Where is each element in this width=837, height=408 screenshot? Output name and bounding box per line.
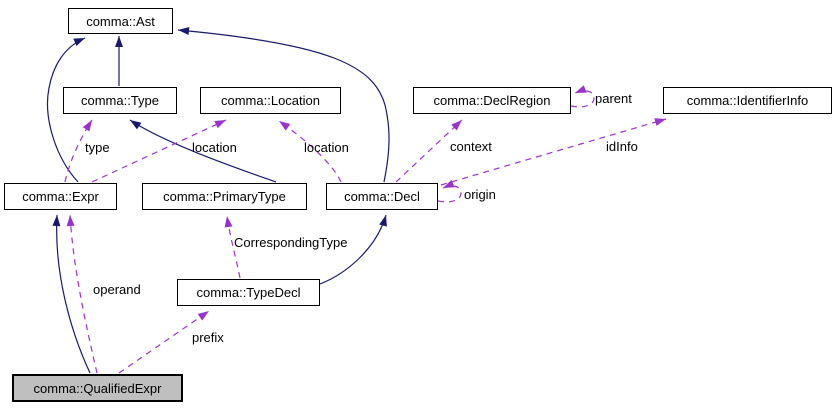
- node-comma-expr[interactable]: comma::Expr: [4, 183, 117, 210]
- edge-usage-operand: [66, 214, 98, 374]
- edge-usage-correspondingtype: [224, 215, 241, 279]
- edge-inherit-typedecl-to-decl: [319, 214, 387, 285]
- edge-label-location-decl: location: [304, 140, 349, 155]
- edge-inherit-qualifiedexpr-to-expr: [52, 214, 91, 374]
- edge-inherit-decl-to-ast: [177, 27, 390, 183]
- edge-label-origin: origin: [464, 187, 496, 202]
- node-comma-identifierinfo[interactable]: comma::IdentifierInfo: [663, 87, 832, 114]
- edge-label-idinfo: idInfo: [606, 139, 638, 154]
- node-comma-qualifiedexpr: comma::QualifiedExpr: [12, 374, 183, 402]
- edge-usage-prefix: [118, 310, 210, 374]
- node-comma-type[interactable]: comma::Type: [63, 87, 177, 114]
- edge-label-location-expr: location: [192, 140, 237, 155]
- edge-label-operand: operand: [93, 282, 141, 297]
- edge-label-prefix: prefix: [192, 330, 224, 345]
- node-comma-ast[interactable]: comma::Ast: [68, 8, 173, 34]
- edge-usage-context: [395, 119, 463, 183]
- node-comma-primarytype[interactable]: comma::PrimaryType: [142, 183, 307, 210]
- edge-inherit-primarytype-to-type: [129, 119, 277, 183]
- edge-label-correspondingtype: CorrespondingType: [234, 235, 348, 250]
- edge-label-type: type: [85, 140, 110, 155]
- edge-usage-type: [64, 119, 93, 183]
- edge-usage-origin-selfloop: [437, 179, 462, 203]
- edge-label-context: context: [450, 139, 492, 154]
- edge-usage-location-from-expr: [91, 119, 227, 183]
- edge-label-parent: parent: [595, 91, 632, 106]
- edge-usage-parent-selfloop: [570, 85, 595, 108]
- node-comma-location[interactable]: comma::Location: [200, 87, 341, 114]
- node-comma-declregion[interactable]: comma::DeclRegion: [413, 87, 571, 114]
- edge-inherit-expr-to-ast: [46, 37, 86, 183]
- node-comma-decl[interactable]: comma::Decl: [326, 183, 438, 210]
- node-comma-typedecl[interactable]: comma::TypeDecl: [177, 279, 320, 306]
- edge-usage-location-from-decl: [278, 120, 342, 183]
